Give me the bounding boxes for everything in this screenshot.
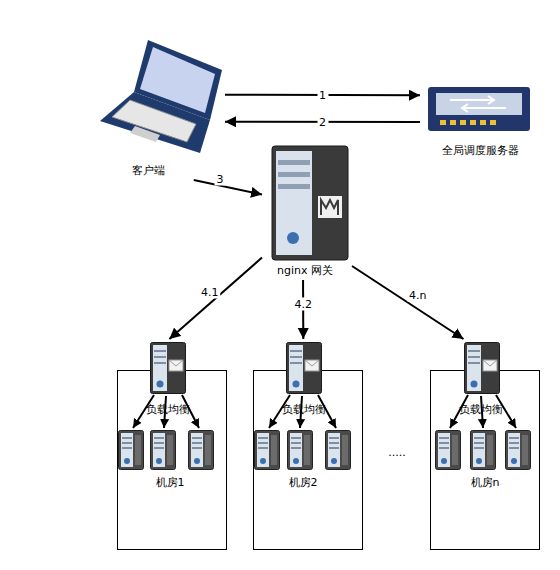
- text-wrap: nginx 网关: [262, 263, 352, 278]
- step-number: 2: [317, 115, 328, 128]
- node-label: 负载均衡: [446, 402, 516, 417]
- load-balancer-node: 负载均衡: [133, 339, 203, 417]
- server-icon: [288, 431, 313, 470]
- load-balancer-icon: [465, 343, 500, 394]
- step-number: 4.1: [199, 286, 221, 299]
- step-number: 3: [214, 173, 225, 186]
- node-label: nginx 网关: [262, 263, 348, 278]
- node-label: 负载均衡: [269, 402, 339, 417]
- datacenter-box: 机房n 负载均衡: [430, 370, 540, 550]
- datacenter-box: 机房2 负载均衡: [253, 370, 363, 550]
- flow-arrow: [302, 280, 304, 339]
- laptop-icon: [100, 40, 222, 153]
- step-number: 4.2: [292, 297, 314, 310]
- client-node: 客户端: [100, 38, 225, 180]
- flow-arrow: [169, 258, 262, 339]
- step-number: 1: [317, 89, 328, 102]
- server-icon: [471, 431, 496, 470]
- text-wrap: 负载均衡: [446, 402, 516, 417]
- switch-icon: [428, 87, 530, 131]
- load-balancer-icon: [151, 343, 186, 394]
- flow-arrow: [225, 121, 420, 123]
- node-label: 机房n: [431, 475, 539, 490]
- server-icon: [326, 431, 351, 470]
- flow-arrow: [194, 180, 262, 195]
- server-icon: [255, 431, 280, 470]
- step-number: 4.n: [407, 288, 428, 301]
- node-label: 客户端: [100, 163, 196, 178]
- text-wrap: 机房1: [118, 475, 226, 490]
- node-label: 负载均衡: [133, 402, 203, 417]
- server-icon: [189, 431, 214, 470]
- server-icon: [151, 431, 176, 470]
- balancer-wires: [133, 395, 516, 428]
- server-icon: [506, 431, 531, 470]
- load-balancer-node: 负载均衡: [269, 339, 339, 417]
- server-icon: [436, 431, 461, 470]
- ellipsis-label: .....: [388, 446, 405, 459]
- text-wrap: 负载均衡: [269, 402, 339, 417]
- gateway-server-icon: [272, 146, 348, 260]
- datacenter-box: 机房1 负载均衡: [117, 370, 227, 550]
- flow-arrow: [225, 94, 420, 96]
- flow-arrow: [352, 266, 464, 339]
- gateway-node: nginx 网关: [262, 140, 352, 280]
- text-wrap: 全局调度服务器: [420, 143, 540, 158]
- node-label: 机房1: [118, 475, 222, 490]
- scheduler-node: 全局调度服务器: [420, 80, 540, 160]
- text-wrap: 机房n: [431, 475, 539, 490]
- node-label: 机房2: [254, 475, 352, 490]
- text-wrap: 负载均衡: [133, 402, 203, 417]
- text-wrap: 机房2: [254, 475, 362, 490]
- load-balancer-icon: [287, 343, 322, 394]
- text-wrap: 客户端: [100, 163, 225, 178]
- node-label: 全局调度服务器: [420, 143, 540, 158]
- server-icon: [119, 431, 144, 470]
- load-balancer-node: 负载均衡: [446, 339, 516, 417]
